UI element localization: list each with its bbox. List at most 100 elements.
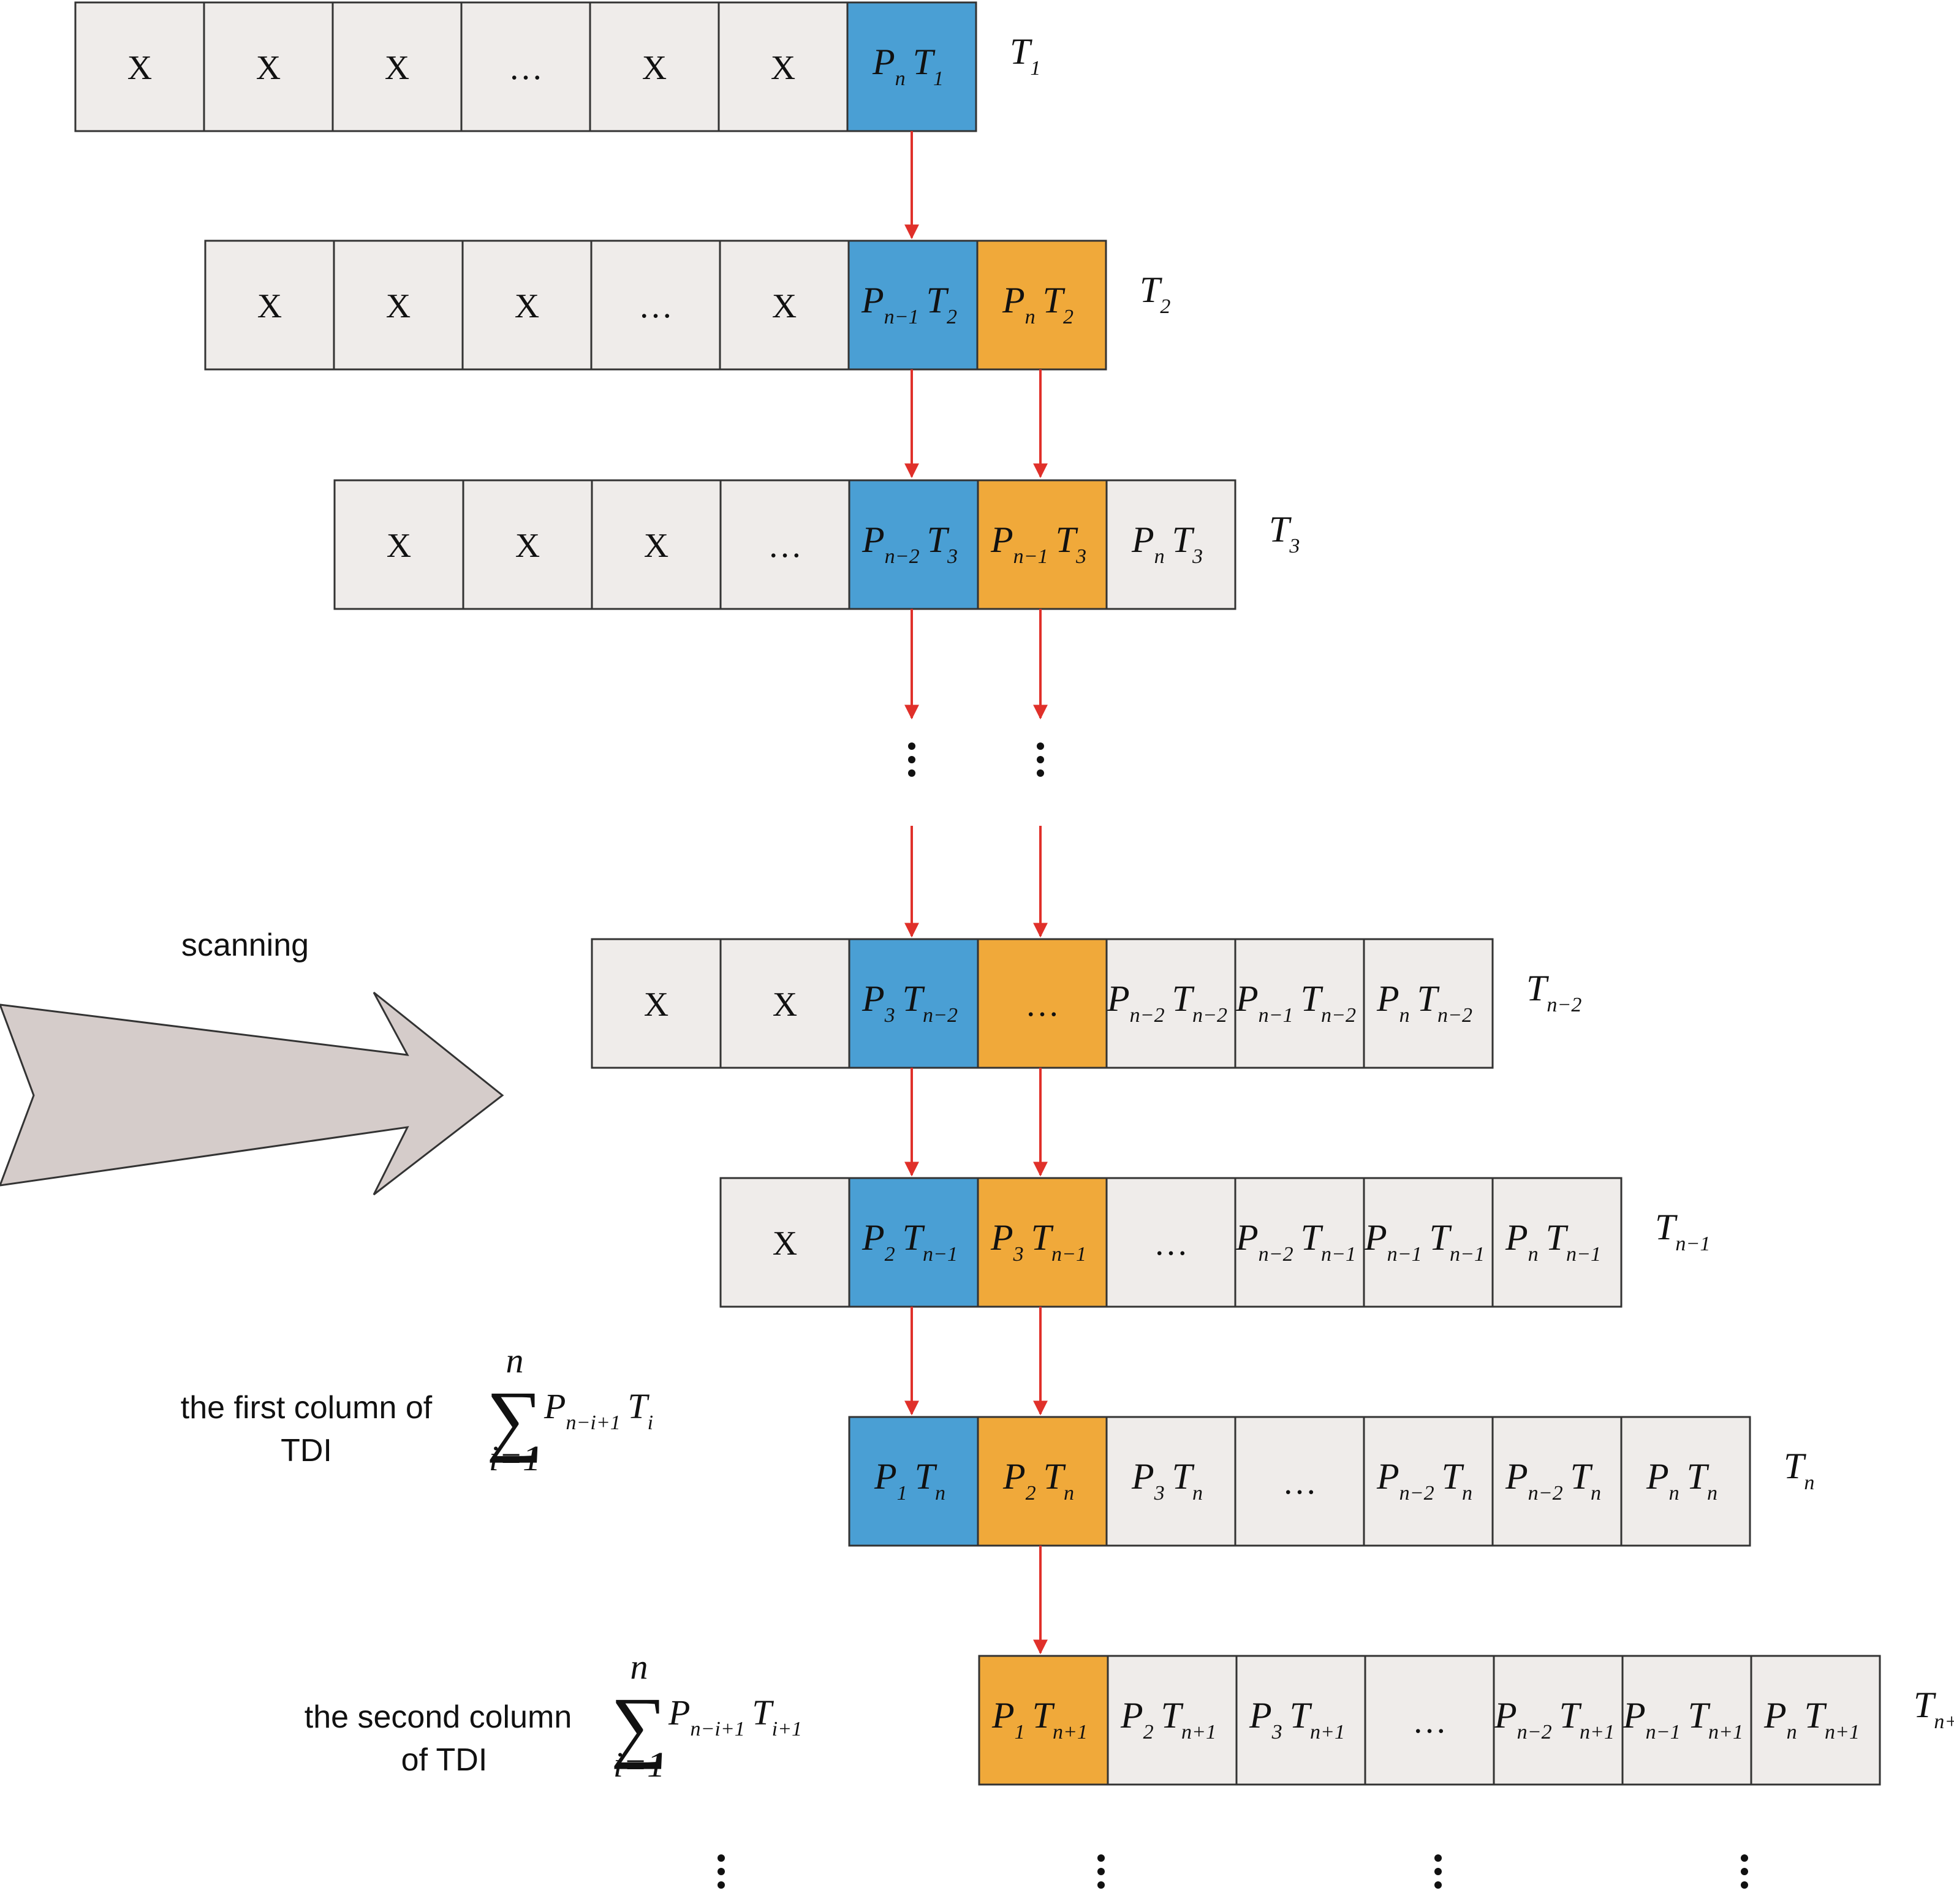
- term-spacer: [958, 978, 965, 1019]
- cell-x-marker: X: [515, 287, 539, 325]
- term-base: P: [1505, 1456, 1528, 1497]
- term-spacer: [1797, 1695, 1804, 1736]
- term-base: T: [915, 1456, 937, 1497]
- term-spacer: [945, 1456, 953, 1497]
- gray-cell: [591, 938, 722, 1069]
- term-base: P: [1364, 1217, 1387, 1258]
- term-spacer: [1563, 1456, 1570, 1497]
- cell-term: Pn−1 T3: [990, 519, 1094, 568]
- cell-ellipsis: …: [1154, 1225, 1188, 1263]
- term-base: P: [862, 519, 885, 560]
- cell-x-marker: X: [257, 287, 282, 325]
- term-base: P: [1249, 1695, 1272, 1736]
- term-base: T: [1056, 519, 1078, 560]
- term-subscript: n: [1707, 1482, 1717, 1505]
- term-spacer: [1679, 1456, 1687, 1497]
- term-subscript: n−1: [1387, 1243, 1422, 1266]
- term-base: T: [1570, 1456, 1593, 1497]
- term-spacer: [1472, 978, 1480, 1019]
- term-subscript: 2: [1160, 295, 1170, 318]
- orange-cell: [977, 479, 1108, 610]
- term-base: P: [1235, 978, 1259, 1019]
- time-label: T1: [1010, 31, 1048, 80]
- term-spacer: [1165, 1456, 1172, 1497]
- orange-cell: [977, 938, 1108, 1069]
- term-subscript: 2: [1143, 1721, 1154, 1743]
- term-spacer: [1293, 978, 1301, 1019]
- term-subscript: n−2: [1547, 994, 1581, 1016]
- term-spacer: [1293, 1217, 1301, 1258]
- term-spacer: [1048, 519, 1056, 560]
- term-subscript: n−2: [1437, 1004, 1472, 1027]
- cell-ellipsis: …: [638, 287, 673, 325]
- term-spacer: [944, 42, 951, 82]
- time-label: T2: [1140, 270, 1178, 318]
- term-base: P: [1376, 978, 1399, 1019]
- term-spacer: [1040, 31, 1048, 72]
- term-base: P: [1505, 1217, 1528, 1258]
- term-base: P: [872, 42, 895, 82]
- cell-term: Pn T3: [1131, 519, 1210, 568]
- gray-cell: [462, 479, 593, 610]
- term-spacer: [1434, 1456, 1442, 1497]
- term-subscript: n−1: [1051, 1243, 1086, 1266]
- term-spacer: [1088, 1695, 1095, 1736]
- cell-term: P1 Tn+1: [991, 1695, 1095, 1743]
- vertical-ellipsis-icon: [1434, 1854, 1442, 1889]
- register-row: P1 Tn+1 P2 Tn+1 P3 Tn+1 …Pn−2 Tn+1 Pn−1 …: [978, 1655, 1954, 1786]
- gray-cell: [1107, 1655, 1238, 1786]
- cell-x-marker: X: [644, 986, 668, 1024]
- cell-term: Pn Tn+1: [1763, 1695, 1867, 1743]
- cell-term: Pn−2 Tn: [1376, 1456, 1480, 1505]
- blue-cell: [848, 1416, 979, 1547]
- term-spacer: [1717, 1456, 1725, 1497]
- sum-lower-limit: i=1: [489, 1438, 540, 1478]
- term-subscript: i: [648, 1411, 653, 1434]
- term-base: P: [1494, 1695, 1517, 1736]
- gray-cell: [203, 1, 334, 132]
- term-spacer: [1356, 1217, 1363, 1258]
- term-spacer: [1025, 1695, 1032, 1736]
- term-spacer: [653, 1386, 661, 1426]
- term-spacer: [745, 1693, 752, 1732]
- orange-cell: [976, 240, 1107, 371]
- term-base: T: [1043, 280, 1066, 320]
- gray-cell: [1621, 1655, 1752, 1786]
- term-subscript: i+1: [772, 1718, 802, 1740]
- term-base: T: [1031, 1217, 1054, 1258]
- register-row: P1 Tn P2 Tn P3 Tn …Pn−2 Tn Pn−2 Tn Pn Tn…: [848, 1416, 1814, 1547]
- gray-cell: [1363, 1177, 1494, 1308]
- blue-cell: [848, 1177, 979, 1308]
- gray-cell: [1105, 1177, 1236, 1308]
- gray-cell: [719, 938, 850, 1069]
- term-subscript: 3: [1192, 545, 1203, 568]
- term-subscript: n+1: [1934, 1710, 1954, 1733]
- time-label: Tn+1: [1914, 1685, 1954, 1733]
- term-subscript: n: [1154, 545, 1165, 568]
- term-subscript: n: [1462, 1482, 1472, 1505]
- sum-body: Pn−i+1 Ti+1: [668, 1693, 809, 1740]
- gray-cell: [1234, 1177, 1365, 1308]
- gray-cell: [1234, 1416, 1365, 1547]
- term-base: T: [1172, 1456, 1195, 1497]
- term-subscript: 3: [1154, 1482, 1165, 1505]
- gray-cell: [1364, 1655, 1495, 1786]
- time-label: Tn−2: [1526, 968, 1589, 1016]
- term-base: T: [1442, 1456, 1464, 1497]
- term-spacer: [958, 519, 965, 560]
- gray-cell: [1491, 1416, 1623, 1547]
- term-subscript: 3: [1013, 1243, 1024, 1266]
- term-base: T: [1172, 519, 1195, 560]
- term-spacer: [1472, 1456, 1480, 1497]
- cell-x-marker: X: [644, 527, 668, 565]
- term-spacer: [621, 1386, 628, 1426]
- vertical-ellipsis-icon: [1097, 1854, 1105, 1889]
- cell-term: P2 Tn+1: [1120, 1695, 1224, 1743]
- term-subscript: n−1: [884, 306, 919, 328]
- gray-cell: [591, 479, 722, 610]
- cell-ellipsis: …: [509, 49, 543, 87]
- sum-upper-limit: n: [631, 1647, 648, 1687]
- cell-x-marker: X: [642, 49, 667, 87]
